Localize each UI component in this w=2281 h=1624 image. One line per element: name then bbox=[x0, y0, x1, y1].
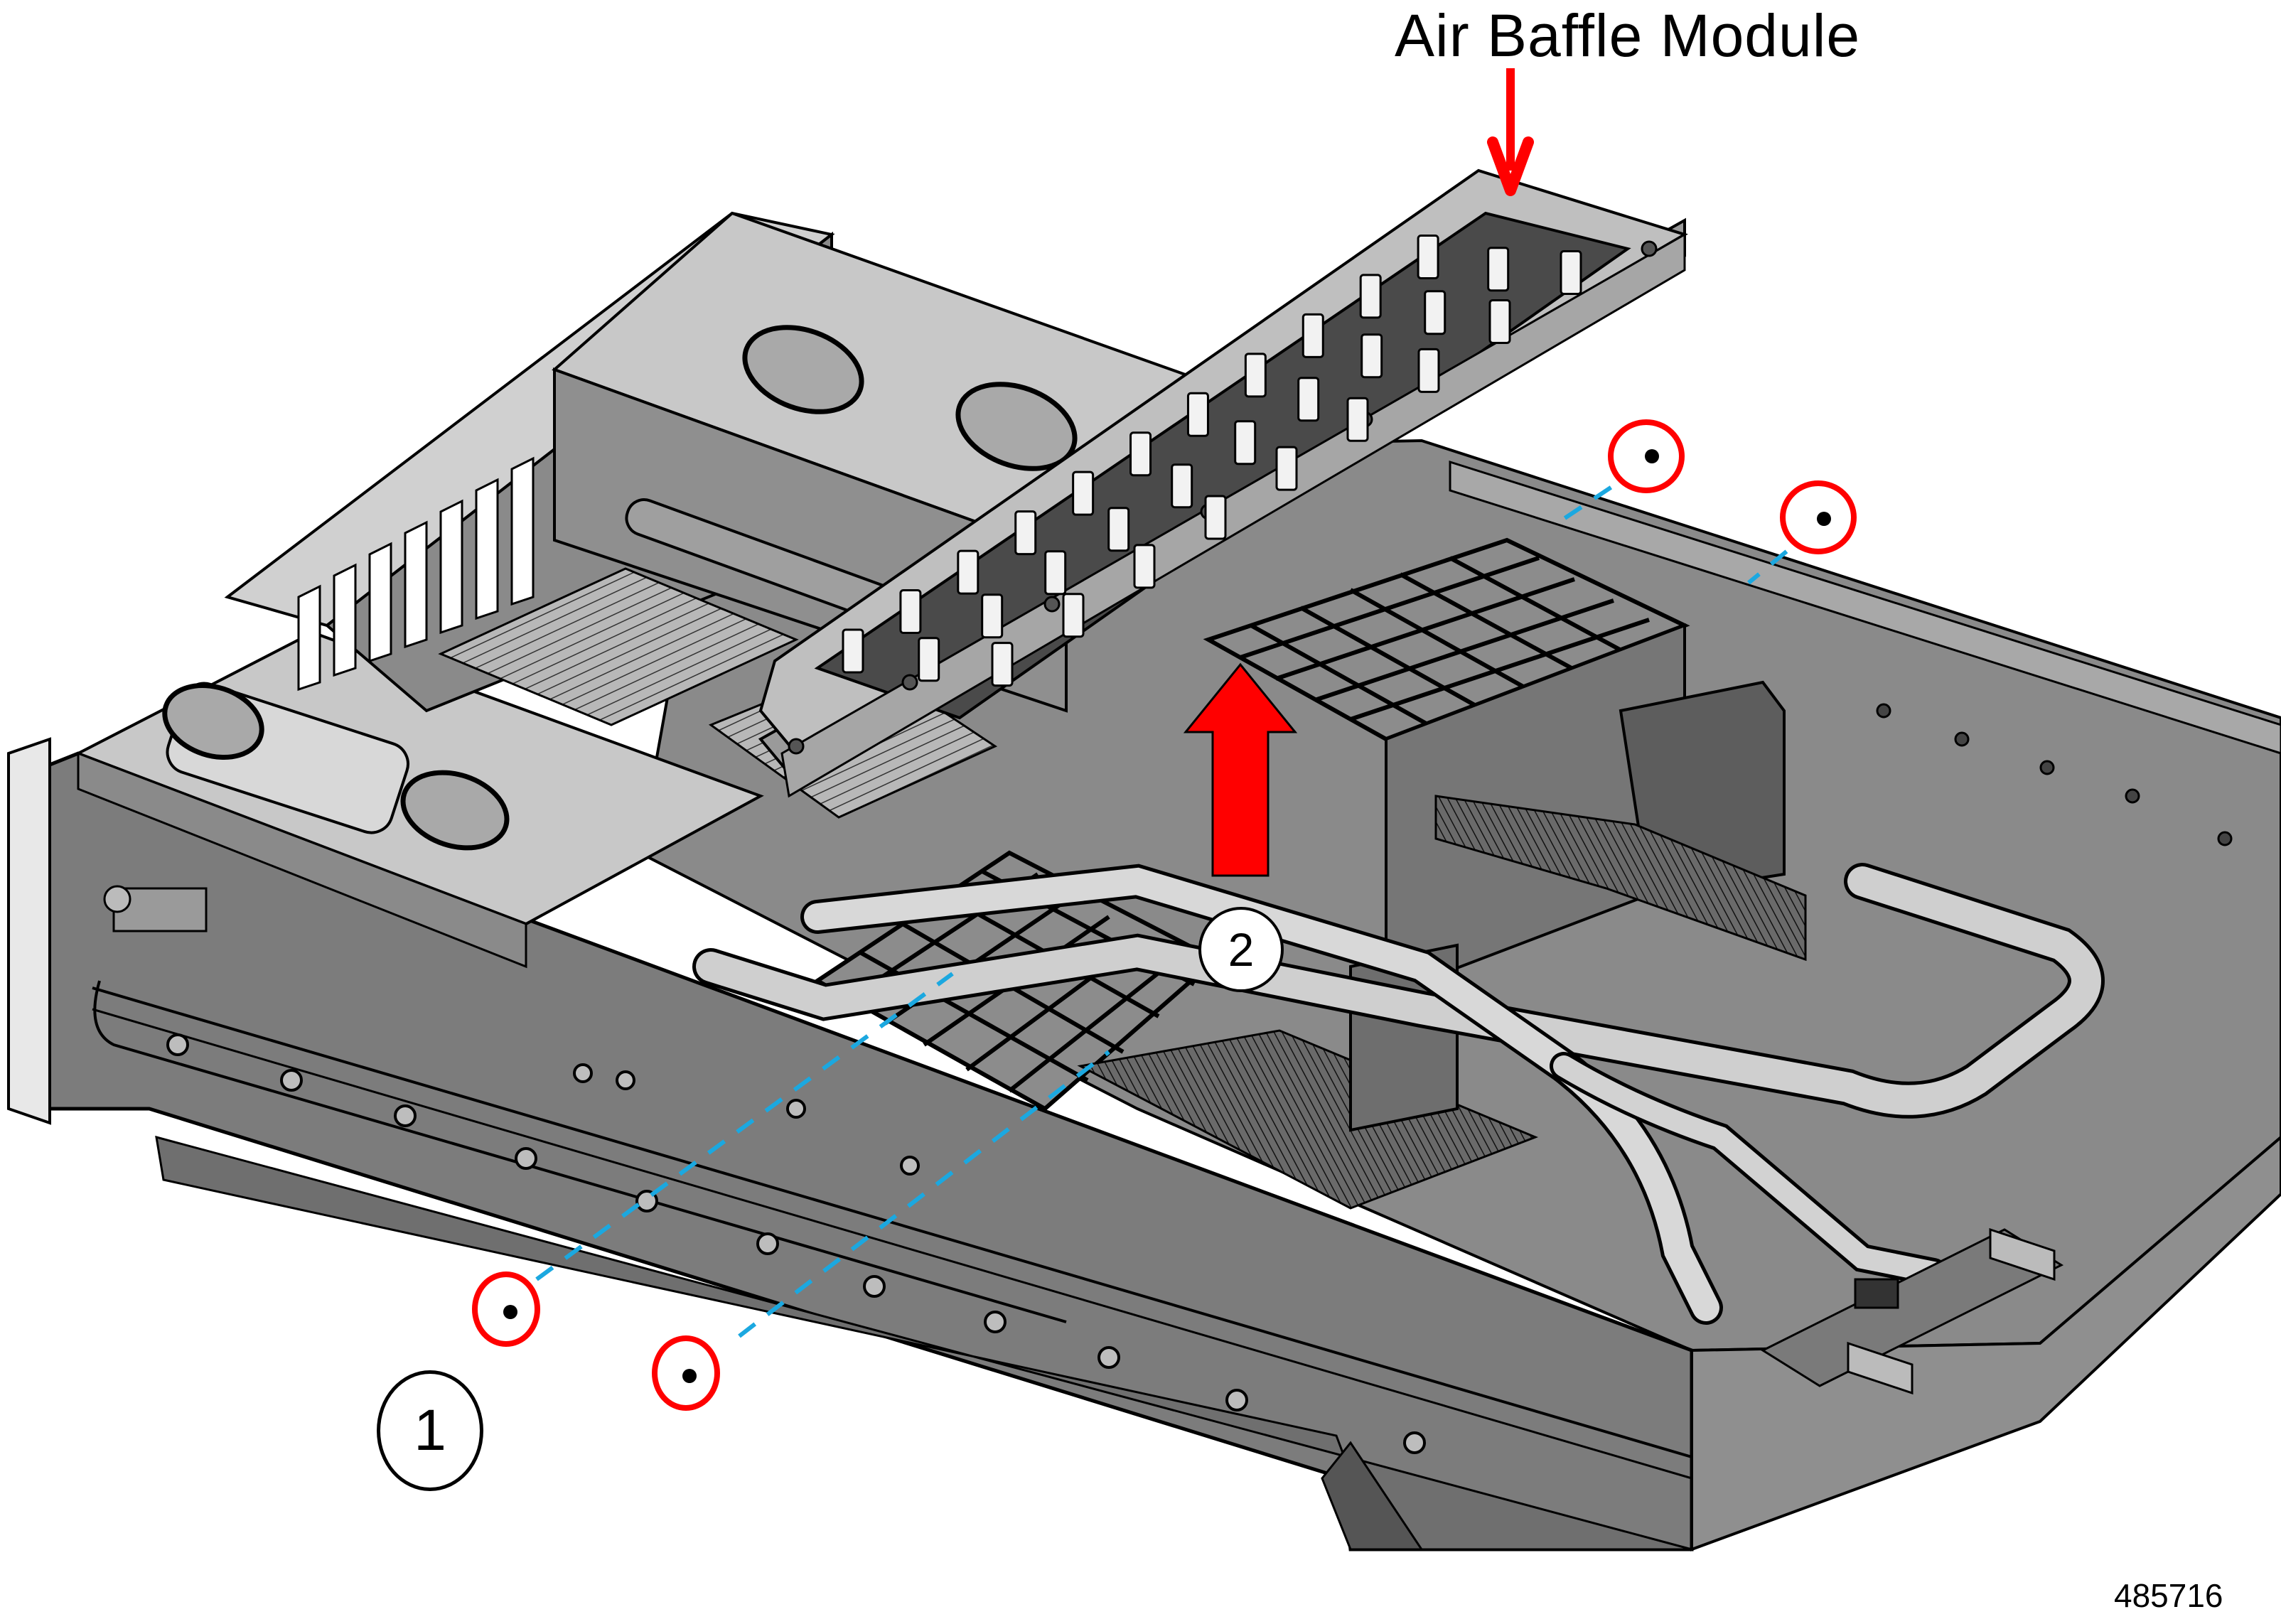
rear-io-board bbox=[1760, 1227, 2064, 1395]
cable-clip bbox=[1487, 247, 1510, 292]
cable-clip bbox=[957, 549, 980, 595]
baffle-cable-clips bbox=[842, 234, 1582, 687]
front-bezel bbox=[7, 737, 51, 1125]
cable-clip bbox=[842, 628, 864, 674]
cable-clip bbox=[899, 589, 922, 635]
screw-icon bbox=[682, 1369, 697, 1383]
cable-clip bbox=[1062, 593, 1085, 638]
cable-clip bbox=[1234, 420, 1257, 466]
side-wall-holes bbox=[166, 1033, 1426, 1454]
cable-clip bbox=[1488, 299, 1511, 344]
cable-clip bbox=[1107, 507, 1130, 552]
cable-clip bbox=[1129, 431, 1152, 477]
memory-dimms-front bbox=[1077, 1029, 1539, 1210]
floor-holes bbox=[1876, 703, 2233, 846]
cooling-tubes bbox=[692, 863, 2105, 1325]
heatsink-grid-rear bbox=[1203, 537, 1807, 997]
pcie-slot-covers bbox=[297, 456, 535, 692]
screw-icon bbox=[503, 1305, 517, 1319]
baffle-pointer-arrow bbox=[1487, 68, 1534, 196]
step-callout-1: 1 bbox=[377, 1370, 483, 1491]
cable-clip bbox=[1417, 348, 1440, 393]
cable-clip bbox=[1417, 234, 1439, 279]
figure-id: 485716 bbox=[2114, 1577, 2223, 1614]
screw-icon bbox=[1645, 449, 1659, 463]
cable-clip bbox=[1171, 463, 1193, 509]
cable-clip bbox=[1244, 353, 1267, 398]
cable-clip bbox=[1359, 274, 1382, 319]
memory-dimms-rear bbox=[1434, 795, 1807, 962]
cable-clip bbox=[1014, 510, 1037, 556]
cable-clip bbox=[1560, 250, 1582, 296]
chassis-right-rail bbox=[1449, 460, 2281, 755]
cable-clip bbox=[1360, 333, 1383, 379]
drive-cage bbox=[75, 630, 764, 969]
step-number: 1 bbox=[414, 1398, 446, 1463]
cable-clip bbox=[1301, 313, 1324, 358]
screw-icon bbox=[1817, 512, 1831, 526]
screw-4[interactable] bbox=[1780, 480, 1857, 554]
chassis-rear-end bbox=[1690, 1135, 2281, 1552]
riser-mesh bbox=[438, 567, 799, 726]
cable-clip bbox=[1297, 377, 1320, 422]
cable-clip bbox=[1133, 544, 1156, 589]
screw-3[interactable] bbox=[1608, 419, 1685, 493]
cable-clip bbox=[918, 637, 940, 682]
cable-clip bbox=[1204, 495, 1227, 540]
cable-clip bbox=[991, 642, 1014, 687]
cable-clip bbox=[981, 593, 1004, 639]
chassis-skid bbox=[1321, 1441, 1424, 1551]
component-label: Air Baffle Module bbox=[1395, 2, 1861, 69]
lift-arrow bbox=[1183, 662, 1298, 877]
screw-2[interactable] bbox=[652, 1335, 720, 1411]
cable-clip bbox=[1072, 470, 1095, 516]
step-number: 2 bbox=[1228, 923, 1255, 976]
step-callout-2: 2 bbox=[1198, 907, 1284, 992]
cable-clip bbox=[1186, 392, 1209, 437]
cable-clip bbox=[1346, 397, 1369, 442]
cable-clip bbox=[1044, 550, 1067, 596]
cable-clip bbox=[1275, 446, 1298, 491]
air-baffle-module bbox=[758, 168, 1688, 798]
cable-clip bbox=[1424, 290, 1447, 335]
screw-1[interactable] bbox=[472, 1271, 540, 1347]
